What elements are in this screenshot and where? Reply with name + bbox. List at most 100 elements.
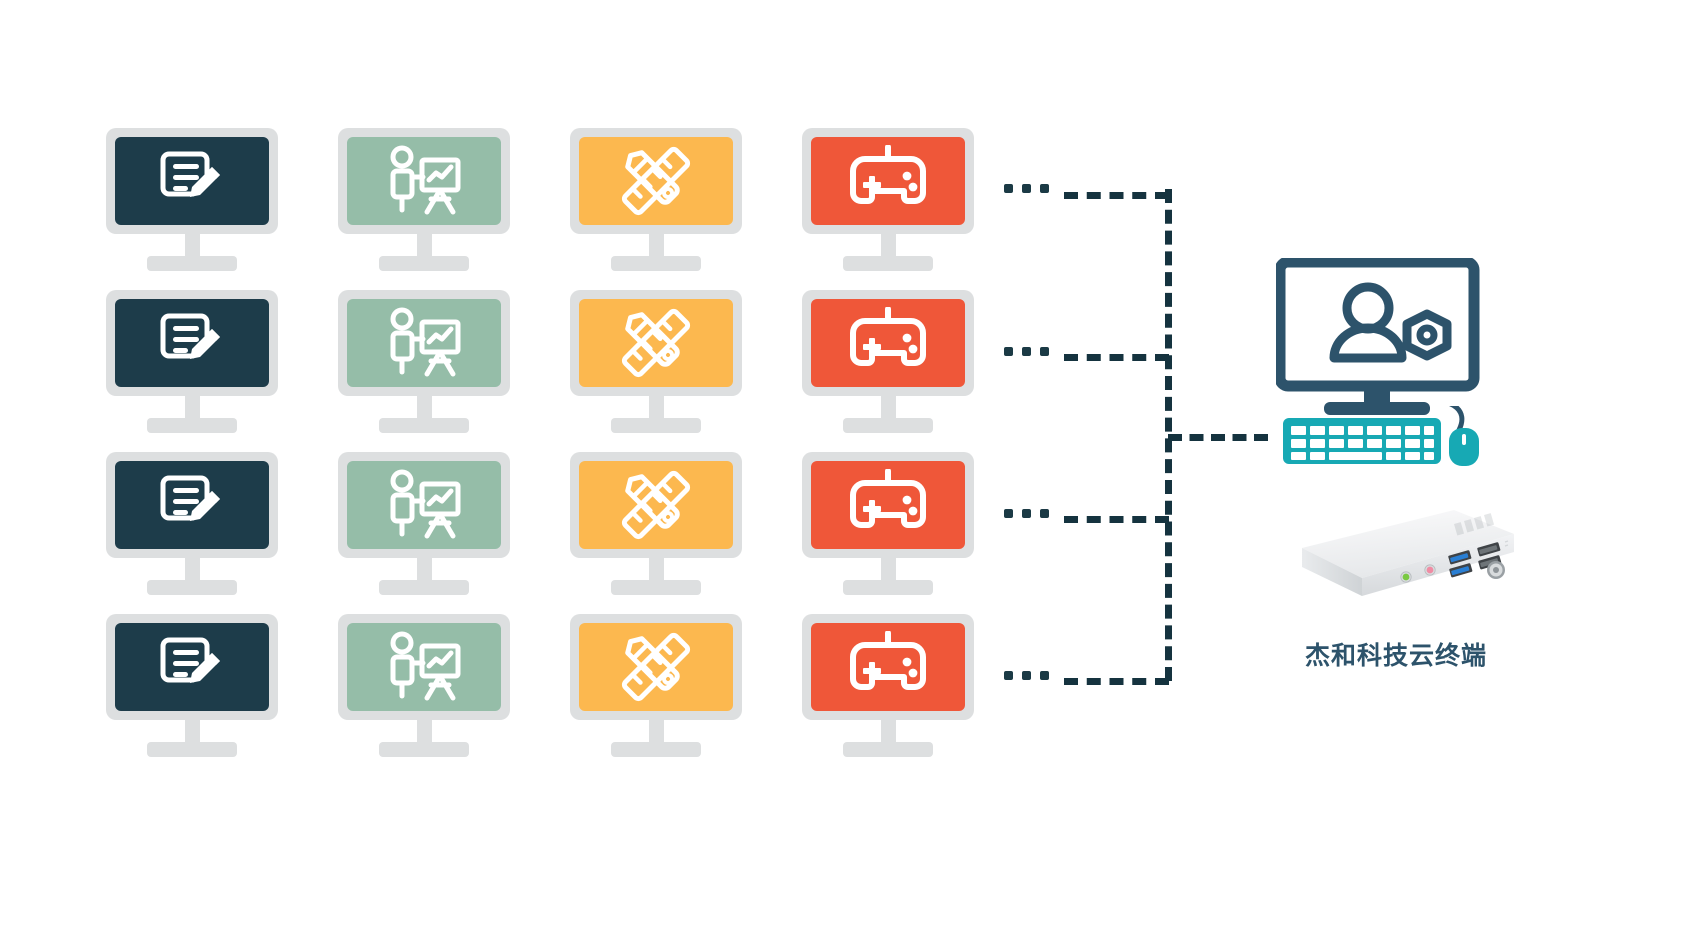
cloud-terminal-input-devices xyxy=(1283,399,1488,473)
row-ellipsis-2 xyxy=(1004,347,1050,357)
monitor-base xyxy=(147,742,237,757)
document-edit-icon xyxy=(160,313,220,359)
ruler-pencil-design-icon xyxy=(621,632,691,702)
client-monitor-r1-c4[interactable] xyxy=(802,128,982,276)
monitor-base xyxy=(611,256,701,271)
client-monitor-r2-c4[interactable] xyxy=(802,290,982,438)
monitor-neck xyxy=(649,396,664,422)
client-monitor-r1-c2[interactable] xyxy=(338,128,518,276)
monitor-screen xyxy=(347,461,501,549)
monitor-screen xyxy=(347,623,501,711)
monitor-base xyxy=(843,256,933,271)
monitor-bezel xyxy=(570,614,742,720)
gamepad-icon xyxy=(850,307,926,366)
row-ellipsis-1 xyxy=(1004,184,1050,194)
monitor-screen xyxy=(115,299,269,387)
monitor-screen xyxy=(347,299,501,387)
presentation-chart-icon xyxy=(390,469,461,539)
monitor-neck xyxy=(649,234,664,260)
monitor-screen xyxy=(115,461,269,549)
monitor-base xyxy=(147,418,237,433)
monitor-base xyxy=(611,742,701,757)
client-monitor-r4-c1[interactable] xyxy=(106,614,286,762)
monitor-bezel xyxy=(106,128,278,234)
monitor-base xyxy=(843,418,933,433)
monitor-bezel xyxy=(802,614,974,720)
client-monitor-r3-c1[interactable] xyxy=(106,452,286,600)
presentation-chart-icon xyxy=(390,145,461,215)
monitor-base xyxy=(379,418,469,433)
monitor-screen xyxy=(811,623,965,711)
monitor-neck xyxy=(185,558,200,584)
monitor-bezel xyxy=(570,290,742,396)
monitor-base xyxy=(611,580,701,595)
monitor-bezel xyxy=(802,128,974,234)
monitor-bezel xyxy=(802,290,974,396)
monitor-neck xyxy=(649,558,664,584)
client-monitor-r1-c3[interactable] xyxy=(570,128,750,276)
monitor-neck xyxy=(417,558,432,584)
monitor-base xyxy=(379,742,469,757)
gamepad-icon xyxy=(850,469,926,528)
client-monitor-r3-c4[interactable] xyxy=(802,452,982,600)
monitor-neck xyxy=(881,396,896,422)
monitor-screen xyxy=(579,461,733,549)
monitor-bezel xyxy=(570,128,742,234)
client-monitor-r4-c2[interactable] xyxy=(338,614,518,762)
mouse-icon xyxy=(1449,428,1479,466)
client-monitor-r3-c3[interactable] xyxy=(570,452,750,600)
monitor-neck xyxy=(417,396,432,422)
presentation-chart-icon xyxy=(390,631,461,701)
monitor-neck xyxy=(185,234,200,260)
front-port-cluster xyxy=(1400,542,1505,583)
monitor-screen xyxy=(579,299,733,387)
monitor-bezel xyxy=(338,290,510,396)
cloud-terminal-label: 杰和科技云终端 xyxy=(1304,641,1487,670)
monitor-screen xyxy=(115,137,269,225)
monitor-bezel xyxy=(338,128,510,234)
document-edit-icon xyxy=(160,151,220,197)
row-ellipsis-4 xyxy=(1004,671,1050,681)
monitor-bezel xyxy=(338,452,510,558)
monitor-base xyxy=(379,256,469,271)
ruler-pencil-design-icon xyxy=(621,146,691,216)
monitor-screen xyxy=(811,137,965,225)
monitor-base xyxy=(611,418,701,433)
monitor-bezel xyxy=(338,614,510,720)
monitor-bezel xyxy=(802,452,974,558)
gamepad-icon xyxy=(850,145,926,204)
cloud-terminal-display xyxy=(1274,256,1486,458)
monitor-base xyxy=(379,580,469,595)
monitor-screen xyxy=(115,623,269,711)
client-monitor-r4-c4[interactable] xyxy=(802,614,982,762)
client-monitor-r1-c1[interactable] xyxy=(106,128,286,276)
branch-line-row-3 xyxy=(1064,516,1169,523)
gamepad-icon xyxy=(850,631,926,690)
monitor-base xyxy=(147,256,237,271)
trunk-line-to-server xyxy=(1168,434,1268,441)
keyboard-icon xyxy=(1283,418,1441,464)
presentation-chart-icon xyxy=(390,307,461,377)
monitor-base xyxy=(147,580,237,595)
mini-pc-device xyxy=(1258,492,1518,622)
client-monitor-r4-c3[interactable] xyxy=(570,614,750,762)
row-ellipsis-3 xyxy=(1004,509,1050,519)
client-monitor-r3-c2[interactable] xyxy=(338,452,518,600)
document-edit-icon xyxy=(160,637,220,683)
monitor-screen xyxy=(579,623,733,711)
monitor-base xyxy=(843,742,933,757)
monitor-neck xyxy=(649,720,664,746)
client-monitor-r2-c2[interactable] xyxy=(338,290,518,438)
branch-line-row-1 xyxy=(1064,192,1169,199)
monitor-screen xyxy=(811,299,965,387)
monitor-screen xyxy=(811,461,965,549)
client-monitor-r2-c1[interactable] xyxy=(106,290,286,438)
ruler-pencil-design-icon xyxy=(621,470,691,540)
monitor-neck xyxy=(185,396,200,422)
monitor-base xyxy=(843,580,933,595)
monitor-neck xyxy=(881,558,896,584)
client-monitor-r2-c3[interactable] xyxy=(570,290,750,438)
monitor-bezel xyxy=(106,614,278,720)
monitor-bezel xyxy=(570,452,742,558)
